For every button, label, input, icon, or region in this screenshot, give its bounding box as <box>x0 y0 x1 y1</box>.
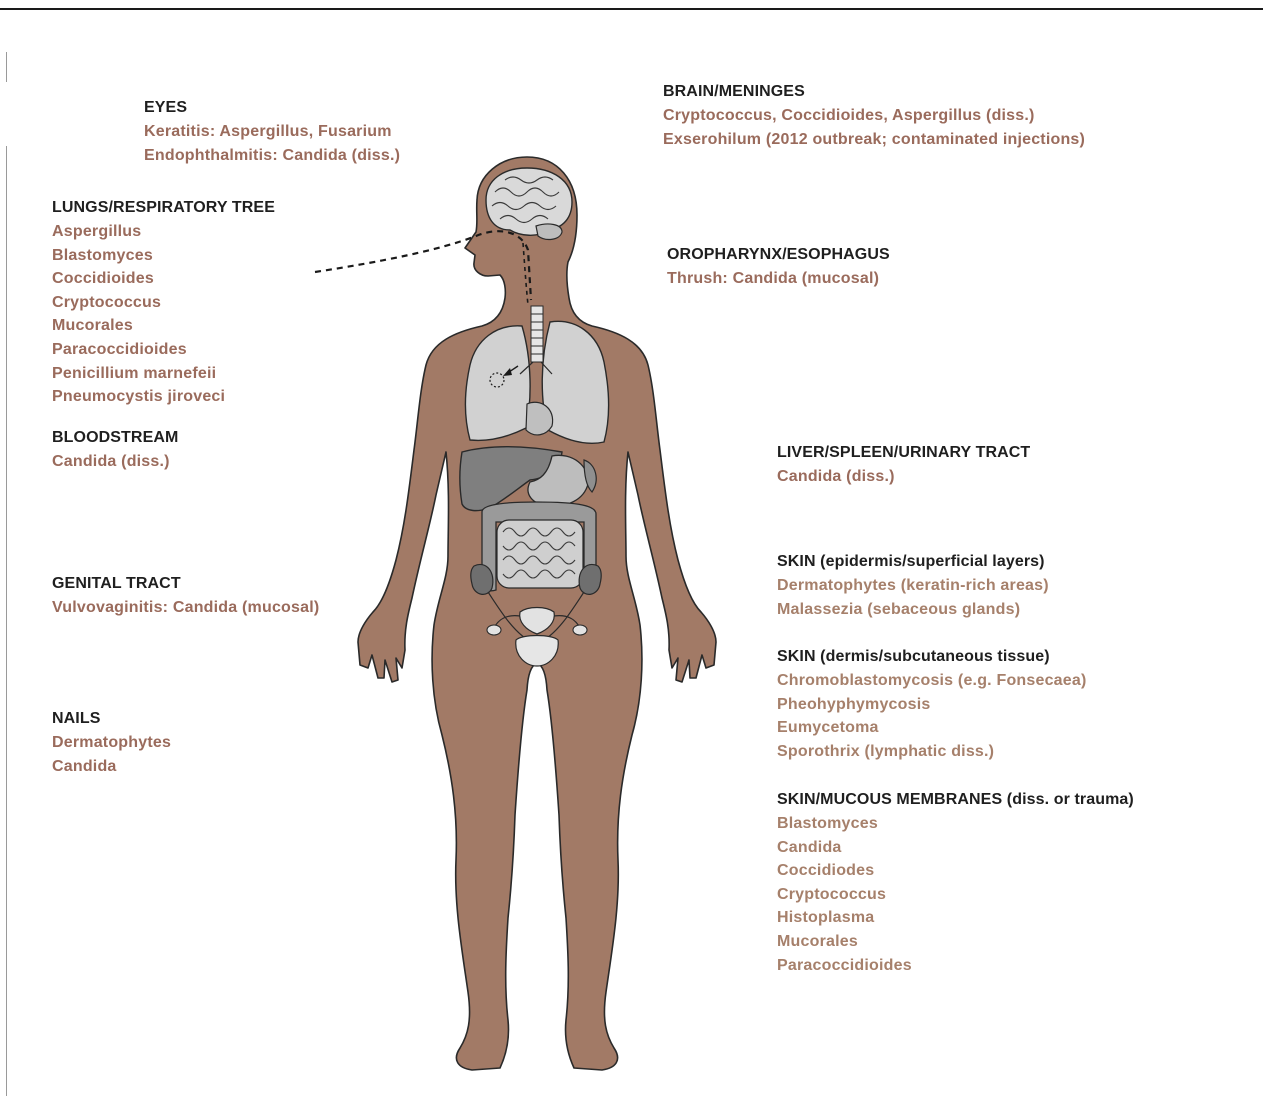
skin-dermis-item: Sporothrix (lymphatic diss.) <box>777 740 1087 764</box>
lungs-item: Blastomyces <box>52 244 275 268</box>
skin-mucous-heading: SKIN/MUCOUS MEMBRANES (diss. or trauma) <box>777 788 1134 812</box>
eyes-heading: EYES <box>144 96 400 120</box>
skin-mucous-item: Blastomyces <box>777 812 1134 836</box>
skin-mucous-item: Mucorales <box>777 930 1134 954</box>
right-ovary-organ <box>487 625 501 635</box>
skin-dermis-item: Pheohyphymycosis <box>777 693 1087 717</box>
lungs-item: Aspergillus <box>52 220 275 244</box>
skin-mucous-item: Cryptococcus <box>777 883 1134 907</box>
genital-item: Vulvovaginitis: Candida (mucosal) <box>52 596 319 620</box>
nails-block: NAILS Dermatophytes Candida <box>52 707 171 778</box>
oropharynx-heading: OROPHARYNX/ESOPHAGUS <box>667 243 890 267</box>
liver-block: LIVER/SPLEEN/URINARY TRACT Candida (diss… <box>777 441 1030 489</box>
oropharynx-item: Thrush: Candida (mucosal) <box>667 267 890 291</box>
skin-epidermis-heading: SKIN (epidermis/superficial layers) <box>777 550 1049 574</box>
genital-heading: GENITAL TRACT <box>52 572 319 596</box>
skin-mucous-item: Candida <box>777 836 1134 860</box>
lungs-item: Cryptococcus <box>52 291 275 315</box>
brain-item: Cryptococcus, Coccidioides, Aspergillus … <box>663 104 1085 128</box>
skin-epidermis-block: SKIN (epidermis/superficial layers) Derm… <box>777 550 1049 621</box>
nails-item: Candida <box>52 755 171 779</box>
lungs-item: Mucorales <box>52 314 275 338</box>
genital-block: GENITAL TRACT Vulvovaginitis: Candida (m… <box>52 572 319 620</box>
left-kidney-organ <box>579 564 601 594</box>
lungs-item: Pneumocystis jiroveci <box>52 385 275 409</box>
brain-heading: BRAIN/MENINGES <box>663 80 1085 104</box>
skin-dermis-item: Chromoblastomycosis (e.g. Fonsecaea) <box>777 669 1087 693</box>
skin-dermis-item: Eumycetoma <box>777 716 1087 740</box>
nails-item: Dermatophytes <box>52 731 171 755</box>
eyes-block: EYES Keratitis: Aspergillus, Fusarium En… <box>144 96 400 167</box>
skin-mucous-item: Paracoccidioides <box>777 954 1134 978</box>
lungs-item: Penicillium marnefeii <box>52 362 275 386</box>
brain-item: Exserohilum (2012 outbreak; contaminated… <box>663 128 1085 152</box>
liver-item: Candida (diss.) <box>777 465 1030 489</box>
skin-epidermis-item: Malassezia (sebaceous glands) <box>777 598 1049 622</box>
brain-organ <box>486 168 572 235</box>
bloodstream-block: BLOODSTREAM Candida (diss.) <box>52 426 178 474</box>
left-ovary-organ <box>573 625 587 635</box>
liver-heading: LIVER/SPLEEN/URINARY TRACT <box>777 441 1030 465</box>
right-kidney-organ <box>471 564 493 594</box>
lungs-item: Paracoccidioides <box>52 338 275 362</box>
brain-block: BRAIN/MENINGES Cryptococcus, Coccidioide… <box>663 80 1085 151</box>
oropharynx-block: OROPHARYNX/ESOPHAGUS Thrush: Candida (mu… <box>667 243 890 291</box>
skin-mucous-item: Coccidiodes <box>777 859 1134 883</box>
bloodstream-heading: BLOODSTREAM <box>52 426 178 450</box>
skin-dermis-block: SKIN (dermis/subcutaneous tissue) Chromo… <box>777 645 1087 763</box>
eyes-item: Endophthalmitis: Candida (diss.) <box>144 144 400 168</box>
skin-dermis-heading: SKIN (dermis/subcutaneous tissue) <box>777 645 1087 669</box>
lungs-block: LUNGS/RESPIRATORY TREE Aspergillus Blast… <box>52 196 275 409</box>
skin-mucous-block: SKIN/MUCOUS MEMBRANES (diss. or trauma) … <box>777 788 1134 977</box>
eyes-item: Keratitis: Aspergillus, Fusarium <box>144 120 400 144</box>
lungs-item: Coccidioides <box>52 267 275 291</box>
bloodstream-item: Candida (diss.) <box>52 450 178 474</box>
skin-epidermis-item: Dermatophytes (keratin-rich areas) <box>777 574 1049 598</box>
cerebellum-organ <box>536 224 562 239</box>
lungs-heading: LUNGS/RESPIRATORY TREE <box>52 196 275 220</box>
skin-mucous-item: Histoplasma <box>777 906 1134 930</box>
nails-heading: NAILS <box>52 707 171 731</box>
